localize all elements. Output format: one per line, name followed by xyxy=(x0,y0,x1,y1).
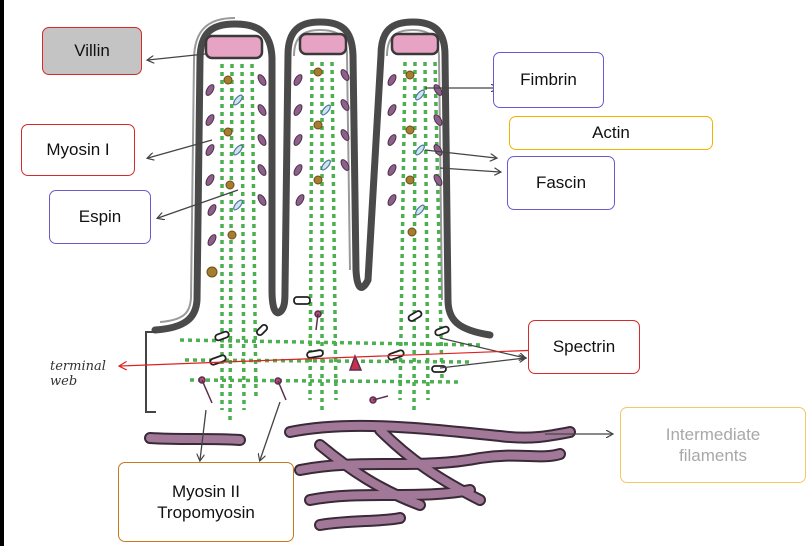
terminal-web-label: terminal web xyxy=(50,360,130,390)
terminal-web-bracket xyxy=(146,332,156,412)
myosin-i-label: Myosin I xyxy=(21,124,135,176)
myosin-ii-tropomyosin-label: Myosin II Tropomyosin xyxy=(118,462,294,542)
fascin-label: Fascin xyxy=(507,156,615,210)
spectrin-label: Spectrin xyxy=(528,320,640,374)
villin-label: Villin xyxy=(42,27,142,75)
intermediate-filaments-label: Intermediate filaments xyxy=(620,407,806,483)
espin-label: Espin xyxy=(49,190,151,244)
villin-caps xyxy=(206,34,438,58)
arrow-myosin-i xyxy=(148,140,212,158)
arrow-spectrin-1 xyxy=(440,338,525,358)
actin-label: Actin xyxy=(509,116,713,150)
arrow-villin xyxy=(148,54,205,60)
arrow-myosin-ii-2 xyxy=(260,402,280,460)
fimbrin-label: Fimbrin xyxy=(493,52,604,108)
